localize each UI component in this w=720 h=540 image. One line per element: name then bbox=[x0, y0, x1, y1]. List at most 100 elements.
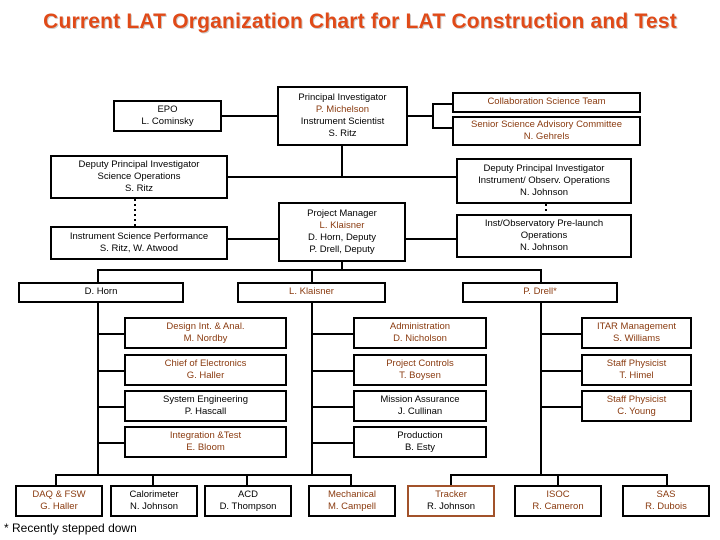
connector-klaisner-to-production bbox=[311, 442, 353, 444]
node-mission-assurance[interactable]: Mission Assurance J. Cullinan bbox=[353, 390, 487, 422]
node-lead-klaisner-line-1: L. Klaisner bbox=[289, 286, 334, 298]
connector-bottom-to-tracker bbox=[450, 474, 452, 486]
connector-pm-down bbox=[341, 262, 343, 271]
connector-pi-down bbox=[341, 145, 343, 178]
connector-bottom-to-mechanical bbox=[350, 474, 352, 486]
node-epo[interactable]: EPO L. Cominsky bbox=[113, 100, 222, 132]
node-administration-line-1: Administration bbox=[389, 320, 451, 332]
connector-horn-to-chief-electronics bbox=[97, 370, 124, 372]
connector-klaisner-to-administration bbox=[311, 333, 353, 335]
footnote: * Recently stepped down bbox=[4, 521, 137, 535]
node-senior-science-advisory-committee[interactable]: Senior Science Advisory Committee N. Geh… bbox=[452, 116, 641, 146]
node-dpi-instr-line-1: Deputy Principal Investigator bbox=[483, 162, 605, 174]
node-dpi-science-line-2: Science Operations bbox=[97, 170, 181, 182]
node-senior-advisory-line-1: Senior Science Advisory Committee bbox=[470, 118, 622, 130]
node-dpi-instr-line-2: Instrument/ Observ. Operations bbox=[478, 174, 610, 186]
node-isoc[interactable]: ISOC R. Cameron bbox=[514, 485, 602, 517]
node-prelaunch-operations[interactable]: Inst/Observatory Pre-launch Operations N… bbox=[456, 214, 632, 258]
node-deputy-pi-science-operations[interactable]: Deputy Principal Investigator Science Op… bbox=[50, 155, 228, 199]
page-title-line-2: Construction and Test bbox=[451, 10, 677, 33]
node-staff-physicist-young[interactable]: Staff Physicist C. Young bbox=[581, 390, 692, 422]
connector-bottom-to-calorimeter bbox=[152, 474, 154, 486]
connector-epo-pi bbox=[222, 115, 278, 117]
node-epo-line-1: EPO bbox=[157, 103, 178, 115]
node-sas-line-2: R. Dubois bbox=[645, 501, 687, 512]
node-system-engineering[interactable]: System Engineering P. Hascall bbox=[124, 390, 287, 422]
node-principal-investigator[interactable]: Principal Investigator P. Michelson Inst… bbox=[277, 86, 408, 146]
connector-isp-to-pm bbox=[228, 238, 278, 240]
connector-drell-to-himel bbox=[540, 370, 581, 372]
node-daq-fsw[interactable]: DAQ & FSW G. Haller bbox=[15, 485, 103, 517]
connector-horn-to-integration-test bbox=[97, 442, 124, 444]
connector-bus-to-horn bbox=[97, 269, 99, 283]
node-pi-line-2: P. Michelson bbox=[315, 103, 370, 115]
node-design-integration-analysis[interactable]: Design Int. & Anal. M. Nordby bbox=[124, 317, 287, 349]
node-himel-line-2: T. Himel bbox=[619, 370, 654, 381]
connector-leads-bus bbox=[97, 269, 542, 271]
connector-dpi-right-stub bbox=[440, 176, 456, 178]
connector-to-collab-team bbox=[432, 103, 452, 105]
node-prelaunch-line-3: N. Johnson bbox=[519, 242, 569, 254]
node-design-int-line-1: Design Int. & Anal. bbox=[166, 320, 245, 332]
node-acd[interactable]: ACD D. Thompson bbox=[204, 485, 292, 517]
node-chief-of-electronics[interactable]: Chief of Electronics G. Haller bbox=[124, 354, 287, 386]
node-mission-assurance-line-1: Mission Assurance bbox=[380, 393, 460, 405]
node-itar-line-1: ITAR Management bbox=[596, 320, 677, 332]
page-title-line-1: Current LAT Organization Chart for LAT bbox=[43, 10, 446, 33]
node-deputy-pi-instrument-operations[interactable]: Deputy Principal Investigator Instrument… bbox=[456, 158, 632, 204]
node-pm-line-2: L. Klaisner bbox=[319, 219, 365, 231]
node-sas[interactable]: SAS R. Dubois bbox=[622, 485, 710, 517]
connector-horn-spine bbox=[97, 303, 99, 475]
node-calorimeter-line-1: Calorimeter bbox=[129, 488, 179, 500]
connector-dpi-left-stub bbox=[228, 176, 230, 178]
node-prelaunch-line-1: Inst/Observatory Pre-launch bbox=[484, 217, 604, 229]
node-collaboration-science-team[interactable]: Collaboration Science Team bbox=[452, 92, 641, 113]
node-administration[interactable]: Administration D. Nicholson bbox=[353, 317, 487, 349]
node-isoc-line-2: R. Cameron bbox=[532, 501, 584, 512]
node-mechanical-line-1: Mechanical bbox=[327, 488, 377, 500]
node-integration-test-line-1: Integration &Test bbox=[169, 429, 242, 441]
node-lead-drell[interactable]: P. Drell* bbox=[462, 282, 618, 303]
node-lead-klaisner[interactable]: L. Klaisner bbox=[237, 282, 386, 303]
node-young-line-2: C. Young bbox=[617, 406, 656, 417]
node-pi-line-4: S. Ritz bbox=[328, 128, 357, 140]
node-chief-electronics-line-2: G. Haller bbox=[186, 370, 225, 381]
node-tracker[interactable]: Tracker R. Johnson bbox=[407, 485, 495, 517]
node-project-controls[interactable]: Project Controls T. Boysen bbox=[353, 354, 487, 386]
connector-right-vertical-bus bbox=[432, 103, 434, 129]
page-title: Current LAT Organization Chart for LAT C… bbox=[0, 8, 720, 36]
node-project-manager[interactable]: Project Manager L. Klaisner D. Horn, Dep… bbox=[278, 202, 406, 262]
connector-klaisner-spine bbox=[311, 303, 313, 475]
connector-drell-to-itar bbox=[540, 333, 581, 335]
connector-bottom-bus-right bbox=[450, 474, 668, 476]
connector-pm-to-prelaunch bbox=[406, 238, 456, 240]
node-instrument-science-performance[interactable]: Instrument Science Performance S. Ritz, … bbox=[50, 226, 228, 260]
node-lead-drell-line-1: P. Drell* bbox=[523, 286, 557, 298]
connector-bottom-to-acd bbox=[246, 474, 248, 486]
connector-horn-to-system-engineering bbox=[97, 406, 124, 408]
node-production-line-1: Production bbox=[397, 429, 443, 441]
connector-bus-to-klaisner bbox=[311, 269, 313, 283]
connector-to-senior-advisory bbox=[432, 127, 452, 129]
node-administration-line-2: D. Nicholson bbox=[393, 333, 447, 344]
node-system-engineering-line-1: System Engineering bbox=[162, 393, 249, 405]
node-acd-line-2: D. Thompson bbox=[219, 501, 277, 512]
node-lead-horn[interactable]: D. Horn bbox=[18, 282, 184, 303]
node-itar-management[interactable]: ITAR Management S. Williams bbox=[581, 317, 692, 349]
node-production[interactable]: Production B. Esty bbox=[353, 426, 487, 458]
node-daq-fsw-line-1: DAQ & FSW bbox=[32, 488, 86, 500]
node-dpi-science-line-1: Deputy Principal Investigator bbox=[78, 158, 200, 170]
node-calorimeter[interactable]: Calorimeter N. Johnson bbox=[110, 485, 198, 517]
node-integration-and-test[interactable]: Integration &Test E. Bloom bbox=[124, 426, 287, 458]
node-epo-line-2: L. Cominsky bbox=[141, 116, 194, 127]
connector-drell-to-young bbox=[540, 406, 581, 408]
node-staff-physicist-himel[interactable]: Staff Physicist T. Himel bbox=[581, 354, 692, 386]
node-itar-line-2: S. Williams bbox=[613, 333, 660, 344]
node-senior-advisory-line-2: N. Gehrels bbox=[523, 131, 570, 142]
connector-bottom-to-isoc bbox=[557, 474, 559, 486]
connector-bottom-to-sas bbox=[666, 474, 668, 486]
connector-dotted-science-ops bbox=[134, 199, 136, 227]
node-dpi-instr-line-3: N. Johnson bbox=[519, 187, 569, 199]
node-mechanical[interactable]: Mechanical M. Campell bbox=[308, 485, 396, 517]
